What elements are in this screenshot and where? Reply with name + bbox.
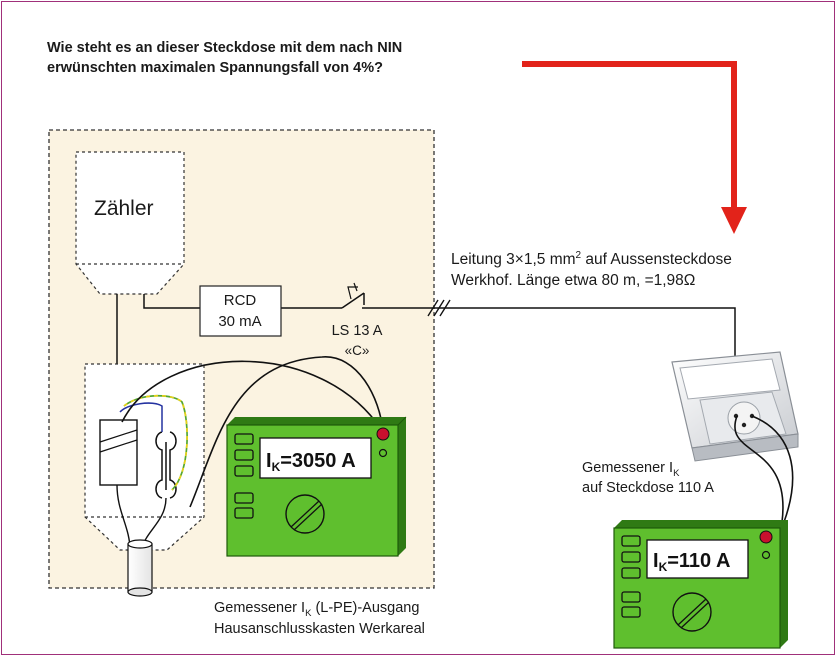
tester-right-button[interactable] — [621, 606, 641, 618]
socket-caption-line-2: auf Steckdose 110 A — [582, 480, 714, 496]
cable-info-line-2: Werkhof. Länge etwa 80 m, =1,98Ω — [451, 272, 695, 289]
tester-left-reading: IK=3050 A — [266, 450, 356, 474]
test-leads-right — [734, 415, 794, 538]
terminal-bar — [155, 431, 163, 499]
tester-right-reading: IK=110 A — [653, 550, 730, 574]
tester-right-probe-socket — [759, 530, 773, 544]
tester-left-probe-socket-2 — [378, 448, 388, 458]
tester-left: IK=3050 A — [226, 416, 407, 557]
outdoor-socket — [671, 351, 799, 462]
red-arrow — [522, 61, 747, 234]
house-connection-box — [84, 363, 205, 551]
breaker-label-2: «C» — [345, 343, 370, 358]
socket-outlet[interactable] — [727, 401, 761, 435]
tester-right-button[interactable] — [621, 591, 641, 603]
tester-left-button[interactable] — [234, 449, 254, 461]
tester-left-probe-socket — [376, 427, 390, 441]
circuit-breaker-symbol — [341, 282, 365, 309]
rcd-label-1: RCD — [224, 292, 257, 309]
pe-wire-yellow — [123, 394, 188, 491]
tester-left-display — [259, 437, 372, 479]
tester-left-button[interactable] — [234, 492, 254, 504]
neutral-wire — [119, 402, 163, 432]
tester-right-button[interactable] — [621, 551, 641, 563]
tester-right-button[interactable] — [621, 567, 641, 579]
tester-left-button[interactable] — [234, 507, 254, 519]
tester-right-button[interactable] — [621, 535, 641, 547]
tester-left-button[interactable] — [234, 433, 254, 445]
rcd-label-2: 30 mA — [218, 313, 261, 330]
question-line-1: Wie steht es an dieser Steckdose mit dem… — [47, 40, 402, 56]
tester-right-probe-socket-2 — [761, 550, 771, 560]
supply-cable-entry — [127, 539, 153, 597]
tester-left-button[interactable] — [234, 465, 254, 477]
breaker-label-1: LS 13 A — [332, 323, 383, 339]
rcd-device: RCD 30 mA — [199, 285, 282, 337]
cable-info-line-1: Leitung 3×1,5 mm2 auf Aussensteckdose — [451, 250, 732, 268]
socket-caption-line-1: Gemessener IK — [582, 460, 680, 479]
cable-three-conductor-marks — [427, 299, 451, 317]
meter-label: Zähler — [94, 197, 154, 220]
tester-right: IK=110 A — [613, 520, 788, 649]
electricity-meter: Zähler — [75, 151, 185, 295]
house-caption-line-2: Hausanschlusskasten Werkareal — [214, 621, 425, 637]
house-caption-line-1: Gemessener IK (L-PE)-Ausgang — [214, 600, 419, 619]
tester-right-display — [646, 539, 749, 579]
circuit-wires — [116, 294, 736, 420]
fuse-block — [99, 419, 138, 486]
question-line-2: erwünschten maximalen Spannungsfall von … — [47, 60, 383, 76]
test-leads-left — [121, 356, 384, 508]
